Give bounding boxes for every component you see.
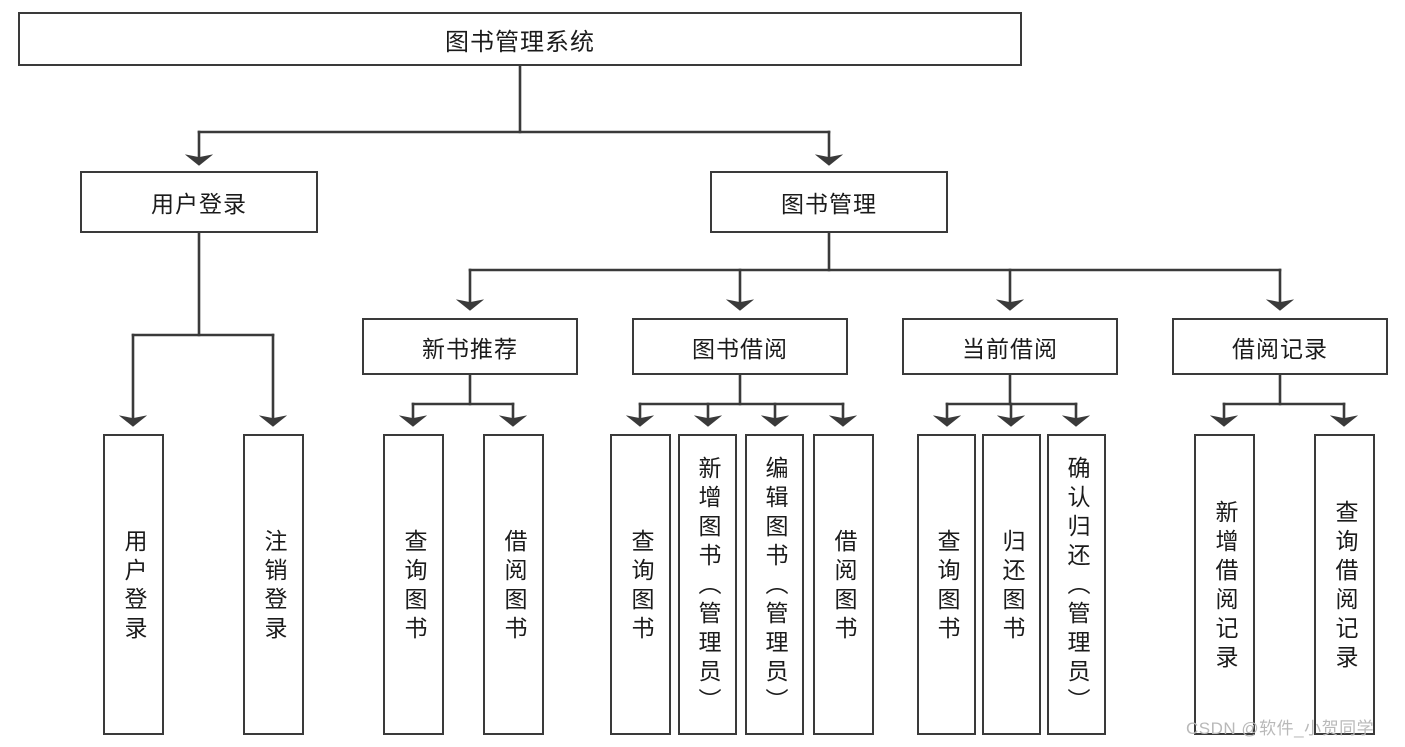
leaf-current-borrow-return-book[interactable]: 归还图书	[982, 434, 1041, 735]
leaf-borrow-records-add-record[interactable]: 新增借阅记录	[1194, 434, 1255, 735]
leaf-new-book-borrow-book[interactable]: 借阅图书	[483, 434, 544, 735]
leaf-current-borrow-query-book[interactable]: 查询图书	[917, 434, 976, 735]
leaf-label: 编辑图书（管理员）	[762, 456, 788, 717]
leaf-book-borrow-edit-book-admin[interactable]: 编辑图书（管理员）	[745, 434, 804, 735]
node-current-borrow[interactable]: 当前借阅	[902, 318, 1118, 375]
leaf-book-borrow-add-book-admin[interactable]: 新增图书（管理员）	[678, 434, 737, 735]
leaf-label: 归还图书	[999, 528, 1025, 645]
node-root-book-management-system[interactable]: 图书管理系统	[18, 12, 1022, 66]
leaf-book-borrow-query-book[interactable]: 查询图书	[610, 434, 671, 735]
leaf-label: 借阅图书	[831, 528, 857, 645]
leaf-label: 新增借阅记录	[1212, 499, 1238, 674]
leaf-borrow-records-query-record[interactable]: 查询借阅记录	[1314, 434, 1375, 735]
node-book-borrow[interactable]: 图书借阅	[632, 318, 848, 375]
node-book-management[interactable]: 图书管理	[710, 171, 948, 233]
leaf-book-borrow-borrow-book[interactable]: 借阅图书	[813, 434, 874, 735]
node-user-login[interactable]: 用户登录	[80, 171, 318, 233]
leaf-label: 注销登录	[261, 528, 287, 645]
node-borrow-records[interactable]: 借阅记录	[1172, 318, 1388, 375]
leaf-new-book-query-book[interactable]: 查询图书	[383, 434, 444, 735]
leaf-label: 确认归还（管理员）	[1064, 456, 1090, 717]
leaf-label: 查询图书	[628, 528, 654, 645]
leaf-label: 查询图书	[934, 528, 960, 645]
leaf-label: 查询借阅记录	[1332, 499, 1358, 674]
leaf-label: 用户登录	[121, 528, 147, 645]
leaf-user-login-logout[interactable]: 注销登录	[243, 434, 304, 735]
leaf-user-login-login[interactable]: 用户登录	[103, 434, 164, 735]
leaf-label: 查询图书	[401, 528, 427, 645]
node-new-book-recommend[interactable]: 新书推荐	[362, 318, 578, 375]
leaf-current-borrow-confirm-return-admin[interactable]: 确认归还（管理员）	[1047, 434, 1106, 735]
leaf-label: 新增图书（管理员）	[695, 456, 721, 717]
leaf-label: 借阅图书	[501, 528, 527, 645]
